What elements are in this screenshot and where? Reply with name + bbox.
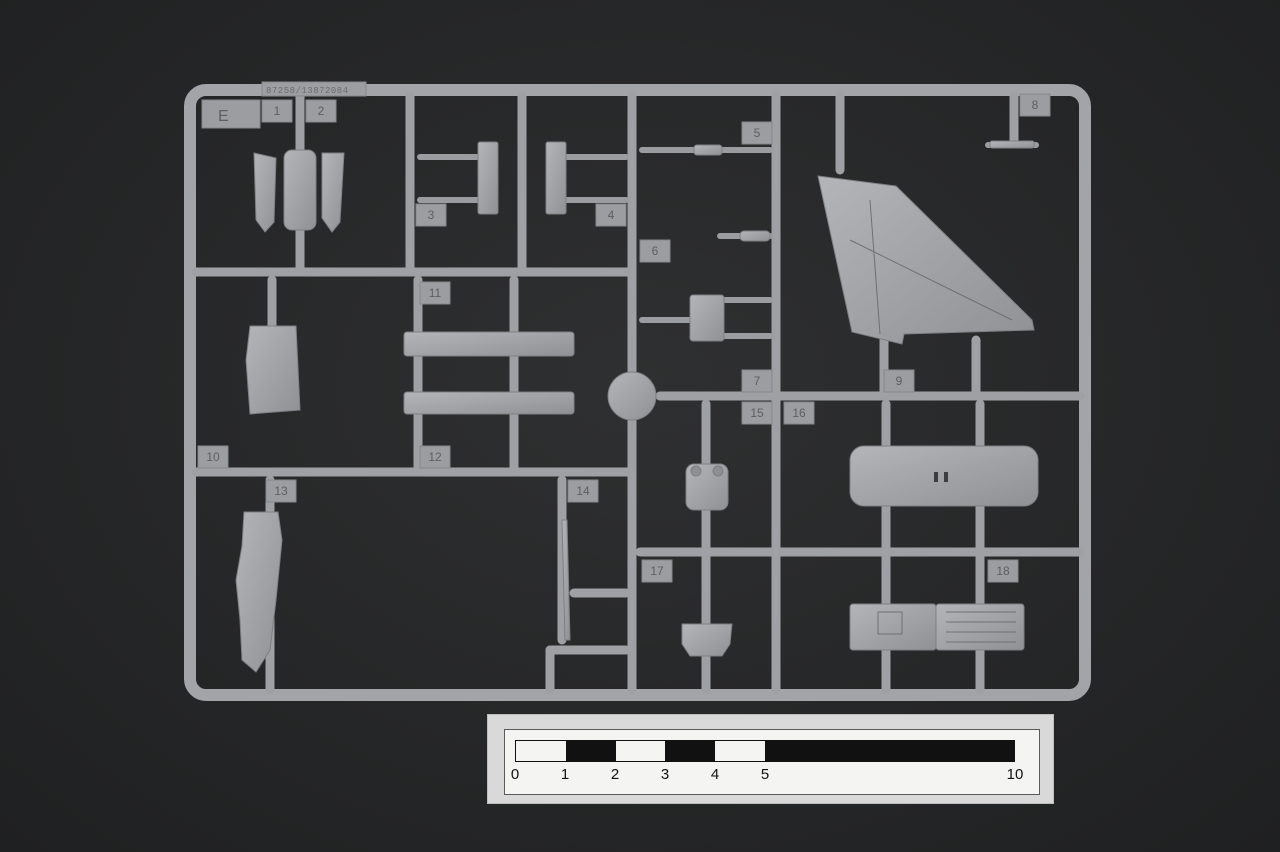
scale-label: 3 (660, 766, 670, 783)
part-number-tab-7: 7 (741, 369, 773, 393)
sprue-frame (184, 84, 1091, 701)
scale-labels: 0 1 2 3 4 5 10 (505, 766, 1025, 786)
part-number-label: 9 (896, 374, 903, 388)
fin-part-left (253, 152, 277, 233)
part-number-label: 12 (428, 450, 442, 464)
part-number-label: 2 (318, 104, 325, 118)
small-part-6 (739, 230, 771, 242)
part-number-tab-11: 11 (419, 281, 451, 305)
nozzle-part (681, 623, 733, 657)
disc-part (607, 371, 657, 421)
part-number-tab-14: 14 (567, 479, 599, 503)
scale-card: 0 1 2 3 4 5 10 (487, 714, 1054, 804)
part-number-tab-5: 5 (741, 121, 773, 145)
pylon-part-left (477, 141, 499, 215)
scale-label: 1 (560, 766, 570, 783)
small-part-8 (989, 140, 1035, 149)
part-number-label: 1 (274, 104, 281, 118)
fin-hub (283, 149, 317, 231)
scale-label: 10 (1006, 766, 1024, 783)
part-number-label: 5 (754, 126, 761, 140)
part-number-label: 10 (206, 450, 220, 464)
scale-label: 2 (610, 766, 620, 783)
part-number-label: 11 (429, 286, 442, 300)
tail-fin-part (817, 175, 1035, 345)
part-number-label: 6 (652, 244, 659, 258)
pylon-part-right (545, 141, 567, 215)
panel-part (935, 603, 1025, 651)
part-number-tab-8: 8 (1019, 93, 1051, 117)
part-number-tab-6: 6 (639, 239, 671, 263)
part-number-label: 15 (750, 406, 764, 420)
pilot-figure-part (235, 511, 283, 673)
attachment-stubs (417, 142, 1039, 339)
catalog-code: 87258/13872084 (266, 86, 349, 96)
part-number-label: 3 (428, 208, 435, 222)
probe-part (561, 519, 571, 641)
part-number-tab-2: 2 (305, 99, 337, 123)
scale-segment (665, 741, 716, 761)
scale-segment (565, 741, 616, 761)
part-number-tab-9: 9 (883, 369, 915, 393)
scale-label: 4 (710, 766, 720, 783)
part-details (849, 199, 1016, 643)
console-part (849, 603, 937, 651)
part-number-label: 13 (274, 484, 288, 498)
scale-bar (515, 740, 1015, 762)
sprue-code-plate: 87258/13872084 (261, 81, 367, 97)
part-number-label: 8 (1032, 98, 1039, 112)
frame-letter: E (218, 108, 229, 125)
bracket-part (689, 294, 725, 342)
scale-segment (764, 741, 1014, 761)
scale-segment (516, 741, 566, 761)
part-number-tab-1: 1 (261, 99, 293, 123)
scale-ruler: 0 1 2 3 4 5 10 (504, 729, 1040, 795)
part-number-tab-17: 17 (641, 559, 673, 583)
rail-part-12 (403, 391, 575, 415)
part-number-label: 18 (996, 564, 1010, 578)
part-number-label: 4 (608, 208, 615, 222)
scale-segment (615, 741, 666, 761)
part-number-tab-10: 10 (197, 445, 229, 469)
frame-letter-tab: E (201, 99, 261, 129)
part-number-label: 7 (754, 374, 761, 388)
part-number-label: 16 (792, 406, 806, 420)
part-number-tab-12: 12 (419, 445, 451, 469)
scale-segment (715, 741, 765, 761)
part-number-tab-18: 18 (987, 559, 1019, 583)
part-number-tab-3: 3 (415, 203, 447, 227)
seat-part (245, 325, 301, 415)
fin-part-right (321, 152, 345, 233)
part-number-label: 14 (576, 484, 590, 498)
part-number-tab-16: 16 (783, 401, 815, 425)
part-number-label: 17 (650, 564, 664, 578)
part-number-tab-13: 13 (265, 479, 297, 503)
part-number-tab-15: 15 (741, 401, 773, 425)
rail-part-11 (403, 331, 575, 357)
part-number-tab-4: 4 (595, 203, 627, 227)
scale-label: 5 (760, 766, 770, 783)
scale-label: 0 (510, 766, 520, 783)
parts (235, 140, 1039, 673)
small-part-5 (693, 144, 723, 156)
